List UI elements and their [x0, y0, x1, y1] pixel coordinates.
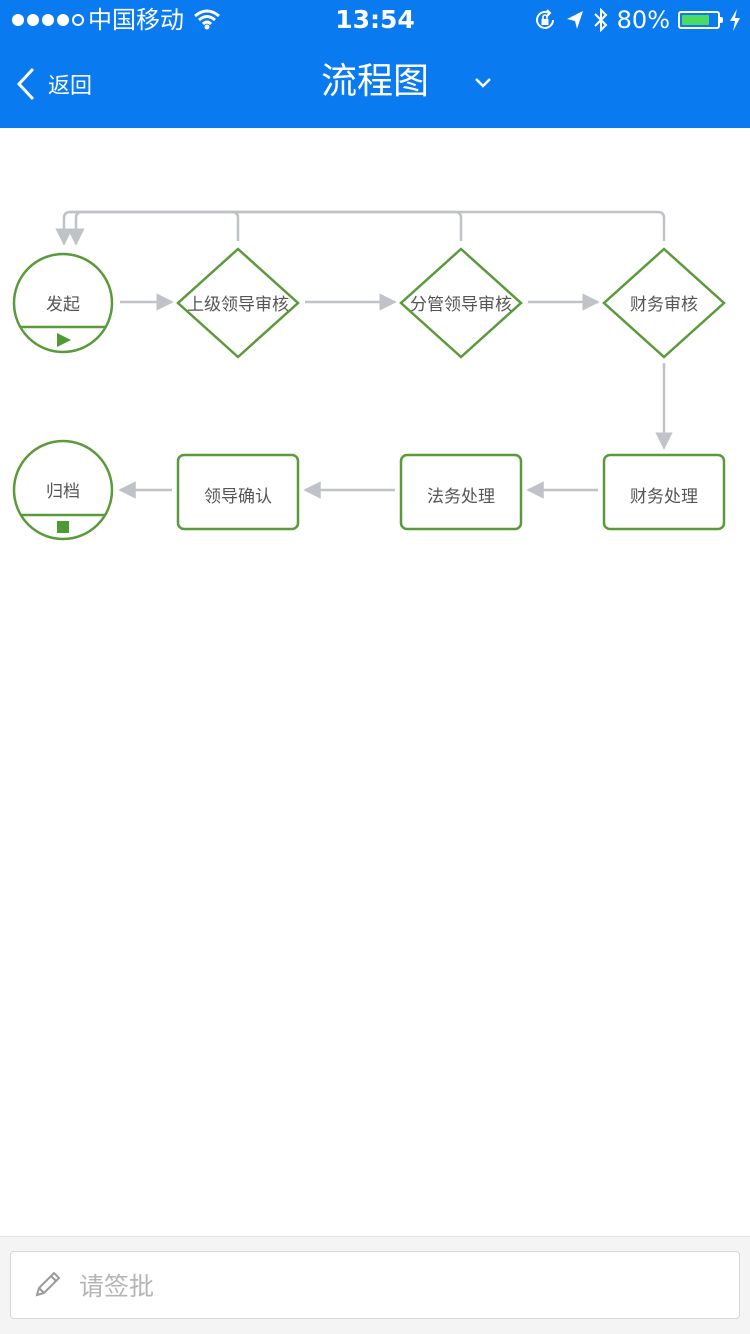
start-node-label: 发起 [46, 295, 80, 315]
status-bar: 中国移动 13:54 80% [0, 0, 750, 40]
end-node-label: 归档 [46, 482, 80, 502]
end-node[interactable]: 归档 [12, 439, 114, 541]
page-title: 流程图 [320, 61, 429, 102]
status-time: 13:54 [335, 5, 415, 34]
task-node-label: 法务处理 [427, 487, 495, 507]
decision-node-label: 上级领导审核 [187, 295, 289, 315]
play-icon [57, 333, 71, 347]
decision-node-leader-review[interactable]: 上级领导审核 [176, 247, 300, 359]
start-node[interactable]: 发起 [12, 252, 114, 354]
bottom-bar: 请签批 [0, 1236, 750, 1334]
decision-node-label: 财务审核 [630, 295, 698, 315]
header: 中国移动 13:54 80% [0, 0, 750, 128]
decision-node-finance-review[interactable]: 财务审核 [602, 247, 726, 359]
carrier-name: 中国移动 [88, 6, 184, 34]
flowchart: 发起 上级领导审核 分管领导审核 财务审核 财务处理 法务处理 领导确认 归档 [12, 210, 726, 541]
task-node-label: 领导确认 [204, 487, 272, 507]
task-node-leader-confirm[interactable]: 领导确认 [176, 453, 300, 531]
nav-bar: 返回 流程图 [0, 40, 750, 128]
battery-icon [678, 11, 723, 29]
rotation-lock-icon [535, 9, 554, 29]
charging-bolt-icon [730, 9, 740, 31]
pencil-icon [35, 1271, 61, 1297]
status-right-group: 80% [533, 5, 742, 35]
chevron-down-icon[interactable] [470, 70, 496, 96]
decision-node-division-review[interactable]: 分管领导审核 [399, 247, 523, 359]
forward-connectors [118, 293, 673, 499]
decision-node-label: 分管领导审核 [410, 295, 512, 315]
bluetooth-icon [593, 7, 608, 33]
task-node-label: 财务处理 [630, 487, 698, 507]
battery-percent: 80% [616, 6, 670, 34]
chevron-left-icon [16, 67, 35, 101]
task-node-finance-processing[interactable]: 财务处理 [602, 453, 726, 531]
back-button[interactable]: 返回 [16, 60, 92, 108]
task-node-legal-processing[interactable]: 法务处理 [399, 453, 523, 531]
sign-input[interactable]: 请签批 [10, 1251, 740, 1319]
sign-placeholder: 请签批 [79, 1272, 155, 1301]
wifi-icon [194, 9, 220, 30]
return-connectors [55, 210, 666, 246]
signal-strength-icon [12, 14, 84, 26]
stop-icon [57, 521, 69, 533]
location-arrow-icon [566, 11, 583, 29]
back-label: 返回 [48, 74, 93, 99]
